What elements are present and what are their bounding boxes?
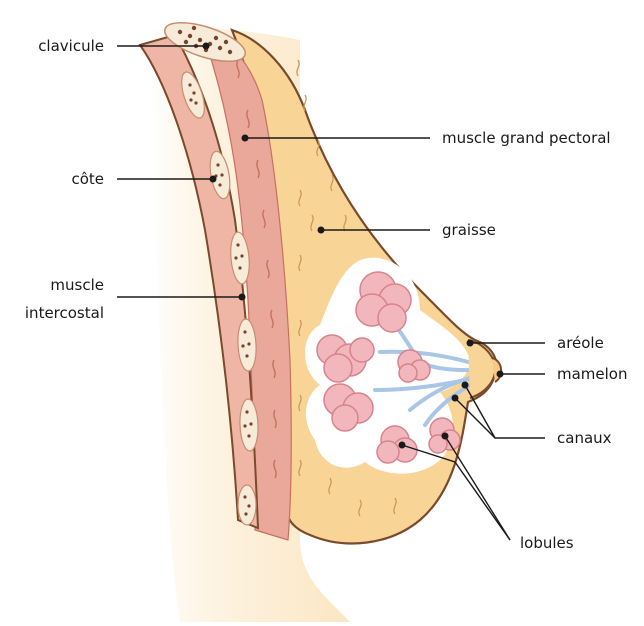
label-muscle-intercostal-line2: intercostal — [10, 303, 104, 323]
label-areole: aréole — [557, 333, 604, 353]
label-canaux: canaux — [557, 428, 612, 448]
label-graisse: graisse — [442, 220, 496, 240]
label-lobules: lobules — [520, 533, 574, 553]
label-muscle-grand-pectoral: muscle grand pectoral — [442, 128, 611, 148]
areola — [468, 340, 495, 398]
label-clavicule: clavicule — [20, 36, 104, 56]
label-mamelon: mamelon — [557, 364, 628, 384]
label-muscle-intercostal-line1: muscle — [10, 275, 104, 295]
label-cote: côte — [20, 169, 104, 189]
